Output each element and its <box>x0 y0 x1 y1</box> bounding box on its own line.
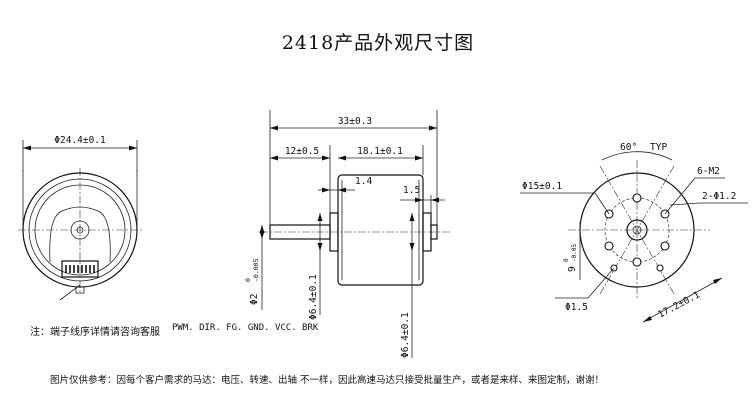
pin-hole-dim: 2-Φ1.2 <box>702 191 736 202</box>
body-length-dim: 18.1±0.1 <box>357 146 403 157</box>
terminal-note: 注：端子线序详情请咨询客服 <box>30 327 160 338</box>
center-tol-upper: 0 <box>563 258 570 262</box>
center-tol-lower: -0.05 <box>571 244 578 262</box>
shaft-tol-upper: 0 <box>244 278 252 282</box>
angle-dim: 60° <box>620 142 637 153</box>
pcd-dim: Φ15±0.1 <box>522 181 562 192</box>
pin-note: PWM. DIR. FG. GND. VCC. BRK <box>172 323 319 333</box>
shaft-length-dim: 12±0.5 <box>285 146 319 157</box>
outer-diameter-dim: Φ24.4±0.1 <box>54 135 106 146</box>
overall-length-dim: 33±0.3 <box>338 116 372 127</box>
shaft-tol-lower: -0.005 <box>252 258 260 282</box>
rear-view: 60° TYP 6-M2 2-Φ1.2 Φ15±0.1 9 0 -0.05 Φ1… <box>520 142 748 323</box>
angle-note: TYP <box>650 142 667 153</box>
rear-boss-diameter-dim: Φ6.4±0.1 <box>400 312 411 358</box>
step-length-dim: 1.5 <box>403 185 420 196</box>
body-width-dim: 17.2±0.1 <box>656 289 702 320</box>
boss-length-dim: 1.4 <box>355 176 372 187</box>
shaft-diameter-dim: Φ2 <box>249 294 260 305</box>
holes-dim: 6-M2 <box>697 166 720 177</box>
footer-note: 图片仅供参考：因每个客户需求的马达：电压、转速、出轴 不一样，因此高速马达只接受… <box>50 375 605 386</box>
page-title: 2418产品外观尺寸图 <box>281 32 475 54</box>
boss-diameter-dim: Φ6.4±0.1 <box>308 274 319 320</box>
connector <box>61 260 99 278</box>
front-view: Φ24.4±0.1 <box>18 135 142 301</box>
small-hole-dim: Φ1.5 <box>565 302 588 313</box>
side-view: 33±0.3 12±0.5 18.1±0.1 1.4 1.5 <box>244 110 450 358</box>
center-hole-dim: 9 <box>567 266 578 272</box>
